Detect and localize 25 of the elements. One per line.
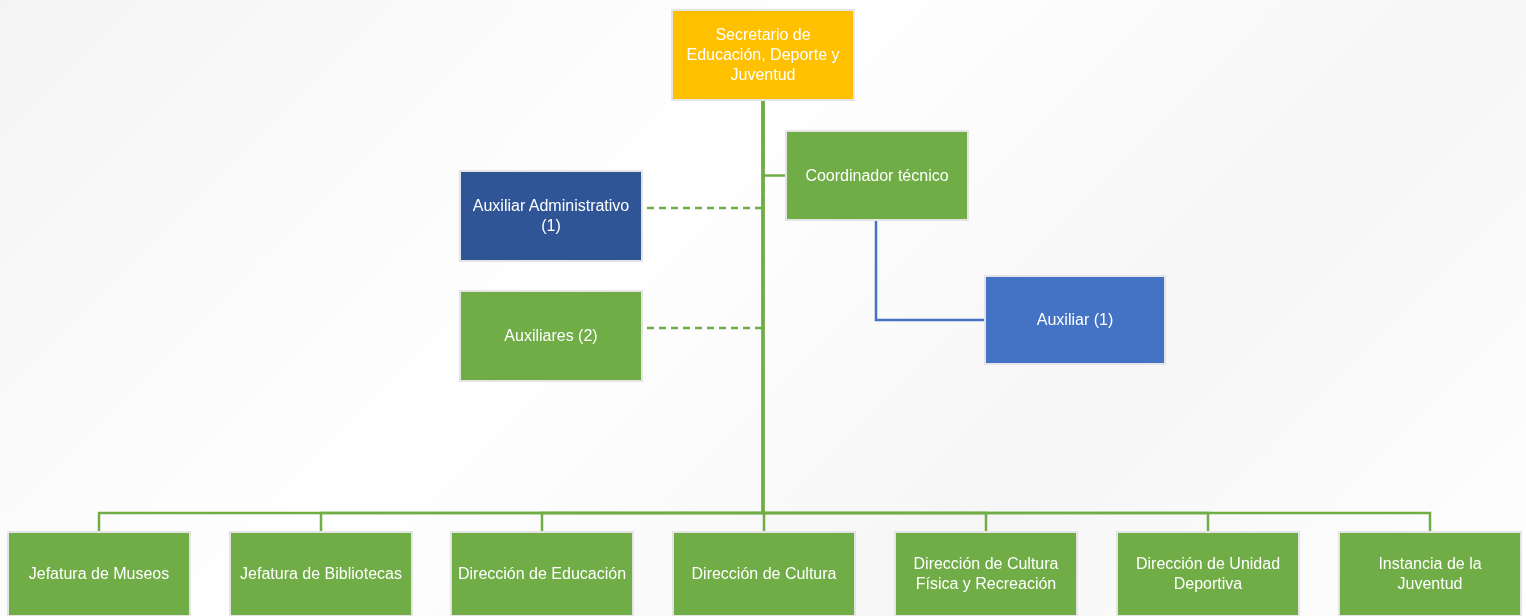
position-title: Auxiliar (1) <box>1036 310 1114 330</box>
position-title: Auxiliar Administrativo (1) <box>471 196 631 236</box>
position-title: Dirección de Unidad Deportiva <box>1134 554 1282 594</box>
org-chart-box <box>671 9 855 101</box>
position-title: Secretario de Educación, Deporte y Juventud <box>685 25 841 85</box>
org-chart-box <box>894 531 1078 616</box>
position-title: Auxiliares (2) <box>504 326 598 346</box>
org-chart-box <box>450 531 634 616</box>
position-title: Dirección de Cultura Física y Recreación <box>912 554 1060 594</box>
org-chart-box <box>1338 531 1522 616</box>
position-title: Dirección de Educación <box>457 564 627 584</box>
position-title: Coordinador técnico <box>805 165 949 186</box>
org-chart-box <box>672 531 856 616</box>
org-chart-box <box>459 170 643 262</box>
org-chart-box <box>459 290 643 382</box>
position-title: Instancia de la Juventud <box>1377 554 1483 594</box>
org-chart-box <box>7 531 191 616</box>
org-chart-box <box>1116 531 1300 616</box>
position-title: Dirección de Cultura <box>691 564 837 584</box>
org-chart-box <box>785 130 969 221</box>
position-title: Jefatura de Bibliotecas <box>240 564 402 584</box>
connector-line <box>874 221 984 322</box>
position-title: Jefatura de Museos <box>28 564 170 584</box>
org-chart-box <box>229 531 413 616</box>
org-chart-box <box>984 275 1166 365</box>
